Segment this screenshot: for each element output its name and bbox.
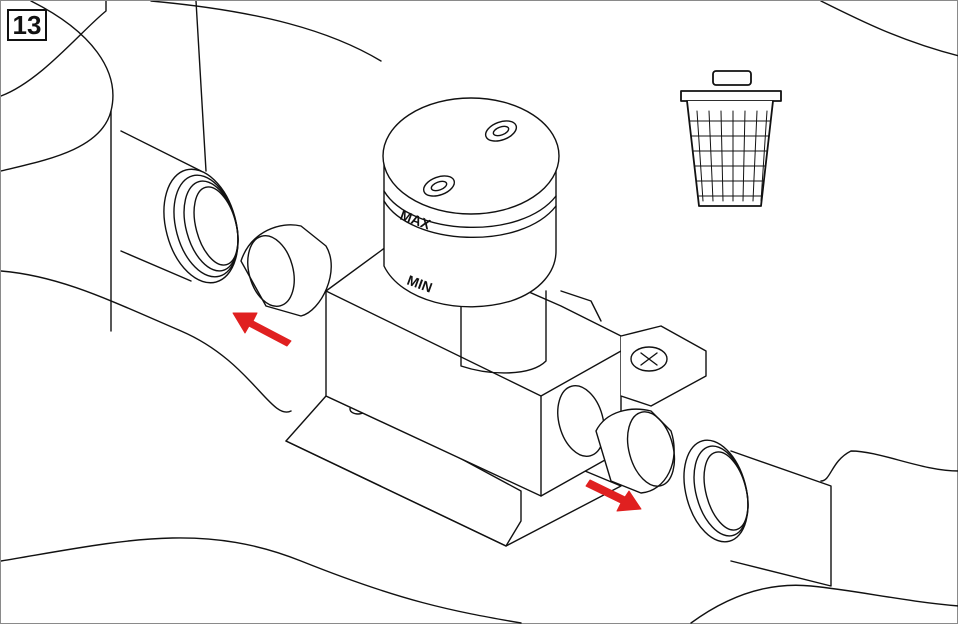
wall-edge-right-lower [820,450,958,482]
floor-cut [1,537,522,624]
wall-outline [1,1,107,97]
wall-edge-top [150,1,382,62]
arrow-right [585,479,642,512]
floor-cut-right [690,584,958,624]
left-pipe [110,1,239,332]
trash-bin-icon [680,70,782,207]
wall-bottom-outline [1,270,292,413]
bracket [620,325,707,407]
step-number-badge: 13 [7,9,47,41]
screw-icon [640,352,658,366]
right-pipe [683,439,832,587]
valve-cylinder [382,97,560,308]
wall-edge-right-top [820,1,958,57]
mounting-plate [285,290,622,547]
arrow-left [232,312,292,347]
left-cap [240,224,332,317]
right-cap [595,408,676,494]
